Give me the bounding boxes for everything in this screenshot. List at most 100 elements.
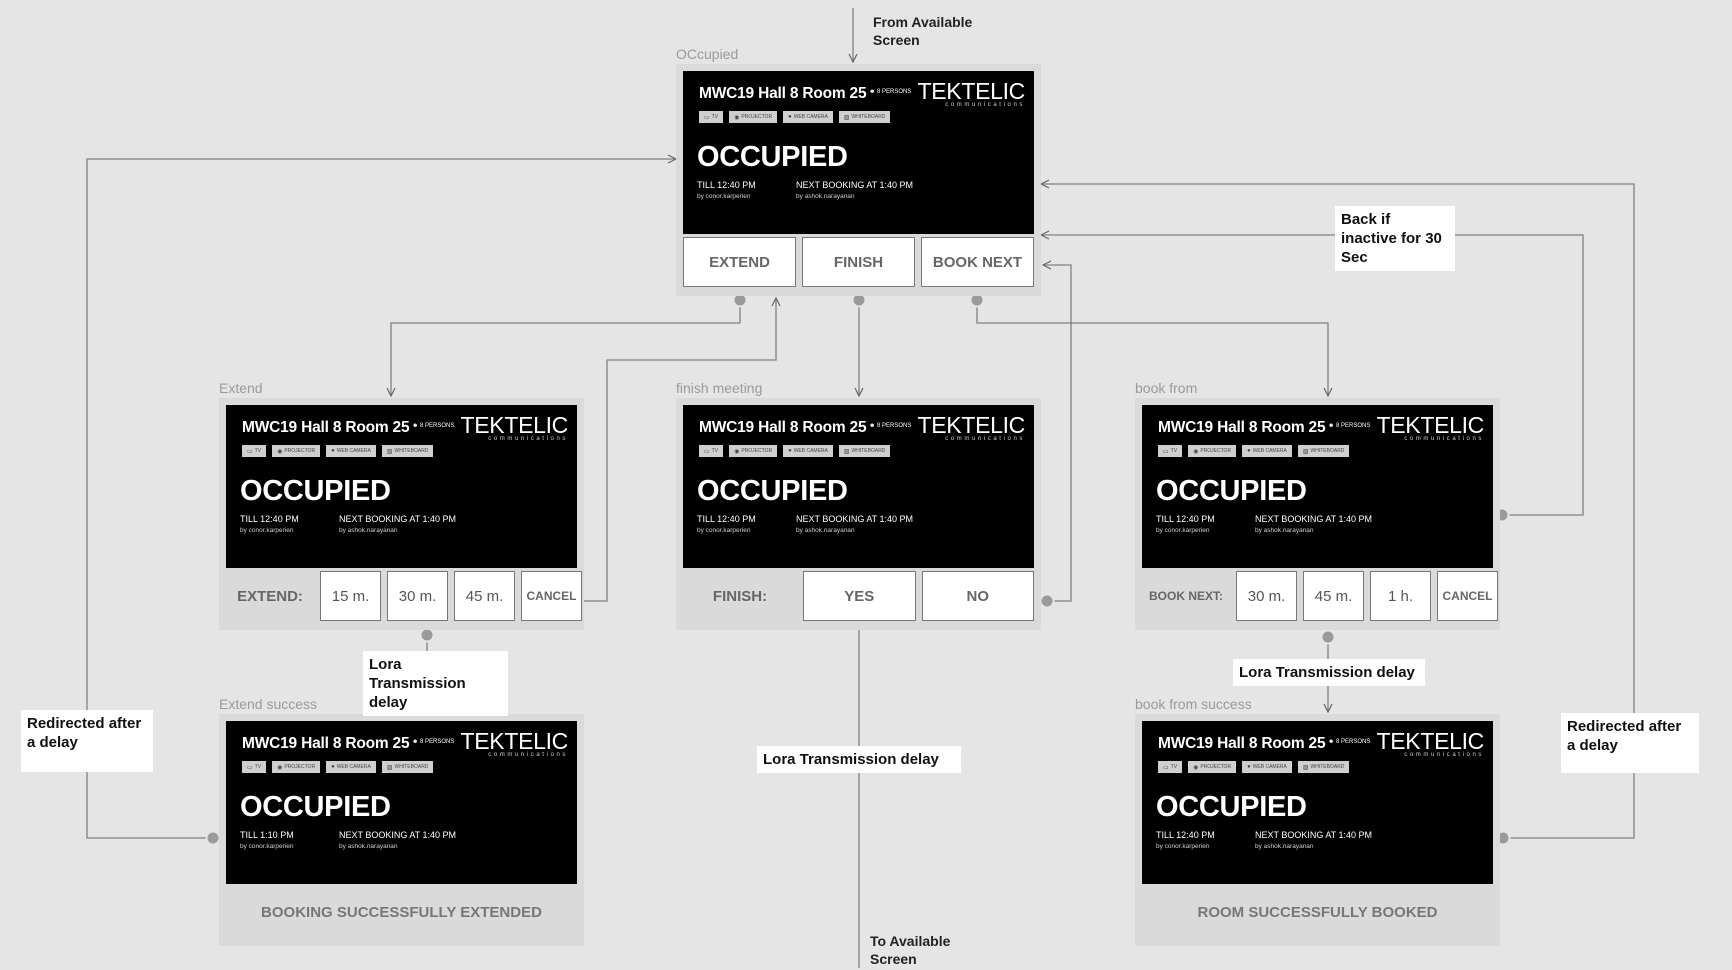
tv-icon: ▭ [1163,448,1169,455]
booked-by: by conor.karperien [1156,527,1210,534]
amenity-label: TV [254,448,262,454]
book-30m-button[interactable]: 30 m. [1236,571,1297,621]
frame-finish: MWC19 Hall 8 Room 25 ☻ 8 PERSONS TEKTELI… [676,398,1041,630]
finish-button[interactable]: FINISH [802,237,915,287]
booked-by: by conor.karperien [240,843,294,850]
persons-badge: ☻ 8 PERSONS [412,739,454,745]
status-text: OCCUPIED [240,791,391,823]
booked-by: by conor.karperien [697,527,751,534]
yes-button[interactable]: YES [803,571,916,621]
connector-extend-success-redirect [86,159,676,839]
whiteboard-icon: ▧ [386,448,393,455]
amenity-chip: ◉PROJECTOR [729,445,778,457]
projector-icon: ◉ [734,448,740,455]
frame-book-success: MWC19 Hall 8 Room 25 ☻ 8 PERSONS TEKTELI… [1135,714,1500,946]
book-next-button[interactable]: BOOK NEXT [921,237,1034,287]
brand-sub: communications [488,436,568,442]
amenity-label: PROJECTOR [1200,764,1232,770]
amenity-label: PROJECTOR [284,448,316,454]
connector-extend-cancel-back [578,298,776,602]
next-booking-time: NEXT BOOKING AT 1:40 PM [339,830,457,840]
room-display: MWC19 Hall 8 Room 25 ☻ 8 PERSONS TEKTELI… [1142,721,1493,884]
note-to-available: To Available Screen [870,933,951,967]
amenities-row: ▭TV ◉PROJECTOR ●WEB CAMERA ▧WHITEBOARD [242,761,434,773]
camera-icon: ● [788,114,792,120]
whiteboard-icon: ▧ [1302,448,1309,455]
amenity-chip: ●WEB CAMERA [326,445,376,457]
next-booking-time: NEXT BOOKING AT 1:40 PM [796,180,914,190]
persons-count: 8 PERSONS [1336,423,1371,429]
book-1h-button[interactable]: 1 h. [1370,571,1431,621]
note-lora-delay-right: Lora Transmission delay [1233,659,1425,686]
amenity-chip: ◉PROJECTOR [272,445,321,457]
amenity-label: WHITEBOARD [851,114,886,120]
current-booking: TILL 12:40 PM by conor.karperien [1156,513,1215,537]
frame-label-book-success: book from success [1135,696,1252,712]
persons-count: 8 PERSONS [420,423,455,429]
room-title: MWC19 Hall 8 Room 25 [699,85,867,102]
amenity-chip: ●WEB CAMERA [326,761,376,773]
amenity-chip: ▭TV [242,445,267,457]
room-title: MWC19 Hall 8 Room 25 [1158,419,1326,436]
projector-icon: ◉ [734,114,740,121]
amenity-label: WEB CAMERA [793,114,828,120]
amenity-chip: ◉PROJECTOR [729,111,778,123]
brand-logo: TEKTELIC communications [460,414,568,443]
room-display: MWC19 Hall 8 Room 25 ☻ 8 PERSONS TEKTELI… [226,721,577,884]
amenities-row: ▭TV ◉PROJECTOR ●WEB CAMERA ▧WHITEBOARD [699,111,891,123]
extend-button[interactable]: EXTEND [683,237,796,287]
status-text: OCCUPIED [240,475,391,507]
person-icon: ☻ [869,423,876,429]
amenity-label: WHITEBOARD [394,448,429,454]
amenity-chip: ◉PROJECTOR [272,761,321,773]
persons-badge: ☻ 8 PERSONS [1328,739,1370,745]
persons-badge: ☻ 8 PERSONS [869,423,911,429]
book-next-action-label: BOOK NEXT: [1148,589,1223,603]
projector-icon: ◉ [277,448,283,455]
no-button[interactable]: NO [921,571,1034,621]
till-time: TILL 12:40 PM [1156,830,1215,840]
extend-30m-button[interactable]: 30 m. [387,571,448,621]
action-bar: FINISH: YES NO [683,571,1034,621]
amenity-label: TV [711,448,719,454]
extend-15m-button[interactable]: 15 m. [320,571,381,621]
tv-icon: ▭ [247,448,253,455]
tv-icon: ▭ [704,114,710,121]
whiteboard-icon: ▧ [1302,764,1309,771]
amenity-chip: ▭TV [242,761,267,773]
next-booking-time: NEXT BOOKING AT 1:40 PM [339,514,457,524]
cancel-button[interactable]: CANCEL [1437,571,1498,621]
room-display: MWC19 Hall 8 Room 25 ☻ 8 PERSONS TEKTELI… [226,405,577,568]
persons-count: 8 PERSONS [877,89,912,95]
book-45m-button[interactable]: 45 m. [1303,571,1364,621]
amenity-chip: ●WEB CAMERA [783,445,833,457]
till-time: TILL 12:40 PM [1156,514,1215,524]
room-title: MWC19 Hall 8 Room 25 [1158,735,1326,752]
amenity-chip: ▧WHITEBOARD [838,111,891,123]
amenities-row: ▭TV ◉PROJECTOR ●WEB CAMERA ▧WHITEBOARD [1158,445,1350,457]
camera-icon: ● [788,448,792,454]
action-bar: BOOK NEXT: 30 m. 45 m. 1 h. CANCEL [1142,571,1498,621]
whiteboard-icon: ▧ [843,114,850,121]
amenities-row: ▭TV ◉PROJECTOR ●WEB CAMERA ▧WHITEBOARD [242,445,434,457]
persons-count: 8 PERSONS [1336,739,1371,745]
camera-icon: ● [331,448,335,454]
next-booked-by: by ashok.narayanan [339,527,398,534]
brand-sub: communications [945,436,1025,442]
amenity-label: PROJECTOR [741,448,773,454]
amenity-label: WHITEBOARD [394,764,429,770]
cancel-button[interactable]: CANCEL [521,571,582,621]
brand-logo: TEKTELIC communications [917,80,1025,109]
amenity-label: TV [711,114,719,120]
camera-icon: ● [1247,448,1251,454]
room-title: MWC19 Hall 8 Room 25 [242,735,410,752]
extend-45m-button[interactable]: 45 m. [454,571,515,621]
brand-sub: communications [1404,436,1484,442]
